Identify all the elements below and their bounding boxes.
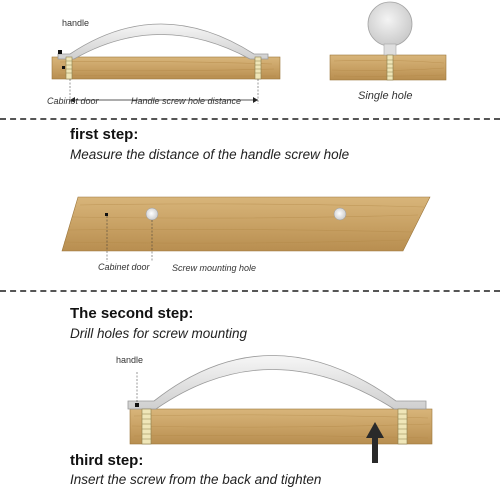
divider-top [0, 118, 500, 120]
screw-right-bottom [397, 408, 408, 445]
insert-arrow-icon [366, 422, 384, 463]
screw-mounting-hole-label: Screw mounting hole [172, 263, 257, 273]
single-hole-label: Single hole [358, 90, 413, 102]
top-right-board-group [329, 1, 447, 81]
bottom-board-group [127, 355, 433, 463]
knob-stem [383, 43, 397, 56]
screw-left-top [65, 56, 73, 80]
step-2-title: The second step: [70, 305, 194, 322]
distance-label: Handle screw hole distance [131, 96, 242, 106]
step-3-description: Insert the screw from the back and tight… [70, 472, 322, 487]
handle-label-bottom: handle [116, 355, 144, 365]
top-left-board-group [51, 23, 281, 104]
screw-right-top [254, 56, 262, 80]
screw-hole-left [145, 207, 159, 221]
step-3-title: third step: [70, 452, 144, 469]
handle-arch-bottom [127, 355, 427, 410]
door-marker-mid [105, 213, 108, 216]
step-1-title: first step: [70, 126, 139, 143]
handle-marker-top [58, 50, 62, 54]
knob [367, 1, 413, 47]
screw-hole-right [333, 207, 347, 221]
screw-left-bottom [141, 408, 152, 445]
cabinet-door-label-top: Cabinet door [47, 96, 99, 106]
middle-board-group [61, 196, 431, 262]
handle-arch-top [57, 23, 269, 60]
cabinet-door-label-mid: Cabinet door [98, 262, 150, 272]
handle-label-top: handle [62, 18, 90, 28]
knob-screw [386, 54, 394, 81]
divider-bottom [0, 290, 500, 292]
door-marker-top [62, 66, 65, 69]
step-1-description: Measure the distance of the handle screw… [70, 147, 350, 162]
step-2-description: Drill holes for screw mounting [70, 326, 248, 341]
handle-marker-bottom [135, 403, 139, 407]
